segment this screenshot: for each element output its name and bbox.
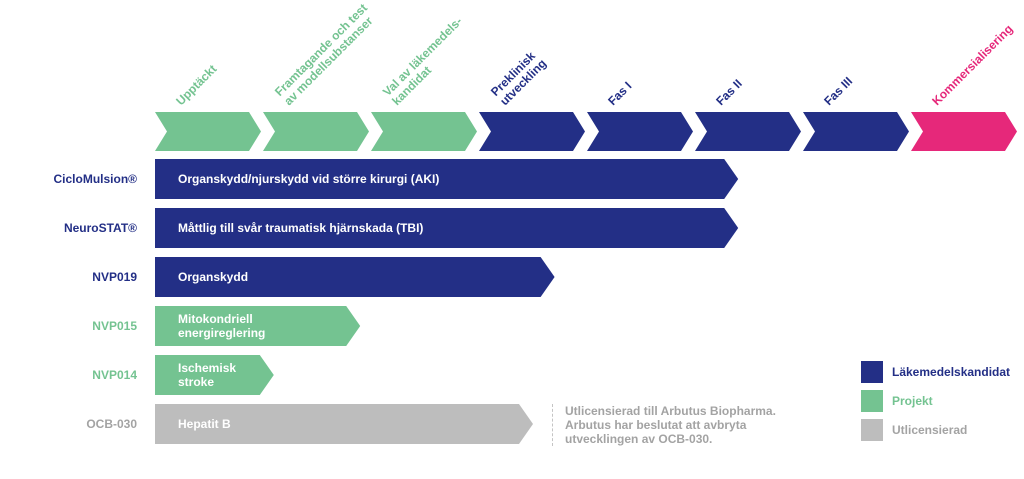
legend-item-licensed: Utlicensierad	[861, 418, 1021, 441]
stage-chevron-6	[695, 112, 801, 151]
note-line-1: Utlicensierad till Arbutus Biopharma.	[565, 404, 776, 418]
stage-chevron-3	[371, 112, 477, 151]
stage-chevron-8	[911, 112, 1017, 151]
project-name-4: NVP015	[92, 319, 137, 333]
legend-swatch-project	[861, 389, 883, 412]
licensing-note: Utlicensierad till Arbutus Biopharma. Ar…	[552, 404, 795, 446]
stage-label-8: Kommersialisering	[929, 22, 1015, 108]
stage-label-2: Framtagande och testav modellsubstanser	[272, 1, 379, 108]
project-name-6: OCB-030	[86, 417, 137, 431]
project-name-3: NVP019	[92, 270, 137, 284]
stage-label-7: Fas III	[821, 74, 855, 108]
progress-bar-2	[155, 208, 739, 248]
stage-label-4: Prekliniskutveckling	[488, 47, 549, 108]
stage-chevron-1	[155, 112, 261, 151]
progress-bar-3	[155, 257, 555, 297]
stage-label-5: Fas I	[605, 79, 634, 108]
stage-chevron-2	[263, 112, 369, 151]
stage-chevron-4	[479, 112, 585, 151]
legend-label-candidate: Läkemedelskandidat	[892, 364, 1011, 379]
note-line-2: Arbutus har beslutat att avbryta	[565, 418, 747, 432]
legend-swatch-licensed	[861, 418, 883, 441]
indication-label-3: Organskydd	[178, 270, 248, 284]
project-name-1: CicloMulsion®	[53, 172, 137, 186]
indication-label-2: Måttlig till svår traumatisk hjärnskada …	[178, 221, 423, 235]
stage-label-3: Val av läkemedels-kandidat	[380, 14, 474, 108]
project-rows: CicloMulsion® Organskydd/njurskydd vid st…	[53, 159, 739, 444]
progress-bar-6	[155, 404, 533, 444]
legend-item-project: Projekt	[861, 389, 1021, 412]
progress-bar-5	[155, 355, 274, 395]
progress-bar-1	[155, 159, 739, 199]
stage-chevron-7	[803, 112, 909, 151]
progress-bar-4	[155, 306, 361, 346]
project-name-2: NeuroSTAT®	[64, 221, 137, 235]
indication-label-1: Organskydd/njurskydd vid större kirurgi …	[178, 172, 439, 186]
project-name-5: NVP014	[92, 368, 137, 382]
legend-label-licensed: Utlicensierad	[892, 422, 968, 437]
stage-label-1: Upptäckt	[173, 62, 219, 108]
stage-header: Upptäckt Framtagande och testav modellsub…	[155, 1, 1017, 151]
stage-label-6: Fas II	[713, 77, 745, 109]
legend-swatch-candidate	[861, 360, 883, 383]
legend-label-project: Projekt	[892, 393, 933, 408]
note-line-3: utvecklingen av OCB-030.	[565, 432, 713, 446]
legend: Läkemedelskandidat Projekt Utlicensierad	[861, 360, 1021, 447]
stage-chevron-5	[587, 112, 693, 151]
legend-item-candidate: Läkemedelskandidat	[861, 360, 1021, 383]
indication-label-6: Hepatit B	[178, 417, 231, 431]
